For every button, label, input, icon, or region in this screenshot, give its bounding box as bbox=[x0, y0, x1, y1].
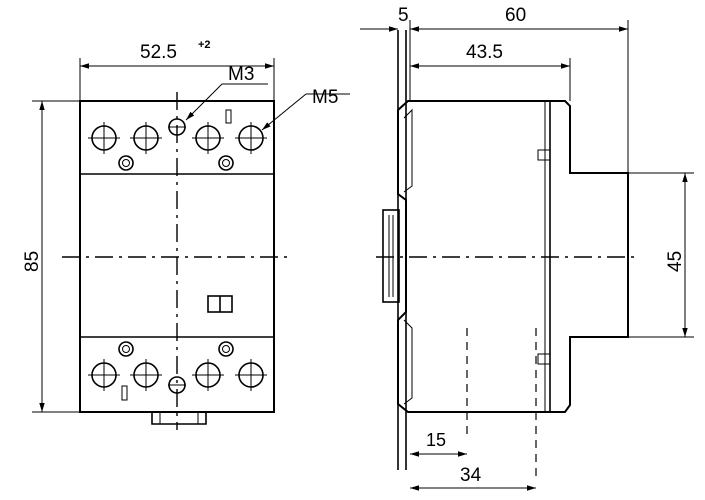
front-depth-label: 43.5 bbox=[466, 42, 503, 63]
terminal-screw bbox=[130, 359, 162, 391]
terminal-screw bbox=[192, 359, 224, 391]
terminal-screw bbox=[88, 359, 120, 391]
din-clip bbox=[151, 412, 207, 425]
coil-screw bbox=[218, 341, 234, 357]
rail-to-slot-label: 15 bbox=[426, 430, 446, 450]
din-rail bbox=[382, 209, 400, 303]
m5-leader bbox=[261, 93, 307, 131]
height-label: 85 bbox=[22, 251, 43, 272]
rail-offset-label: 5 bbox=[398, 5, 409, 26]
terminal-screw bbox=[130, 122, 162, 154]
coil-screw bbox=[118, 155, 134, 171]
coil-screw bbox=[118, 341, 134, 357]
terminal-screw bbox=[235, 359, 267, 391]
indicator-slot-top bbox=[225, 109, 232, 124]
front-view: 52.5 +2 85 M3 M5 bbox=[22, 39, 350, 430]
m3-leader bbox=[185, 83, 223, 121]
width-tolerance: +2 bbox=[198, 39, 211, 51]
terminal-screw bbox=[88, 122, 120, 154]
m5-label: M5 bbox=[312, 87, 338, 108]
side-slot-bottom bbox=[537, 353, 551, 365]
rail-to-edge-label: 34 bbox=[460, 465, 482, 486]
indicator-slot-bottom bbox=[121, 385, 128, 401]
coil-screw bbox=[218, 155, 234, 171]
width-label: 52.5 bbox=[140, 42, 177, 63]
terminal-screw bbox=[235, 122, 267, 154]
terminal-screw bbox=[192, 122, 224, 154]
m3-label: M3 bbox=[228, 64, 254, 85]
side-view: 60 5 43.5 45 15 34 bbox=[360, 5, 694, 491]
step-height-label: 45 bbox=[665, 251, 686, 272]
bottom-terminals bbox=[88, 341, 267, 394]
side-slot-top bbox=[537, 149, 551, 161]
overall-depth-label: 60 bbox=[505, 5, 526, 26]
